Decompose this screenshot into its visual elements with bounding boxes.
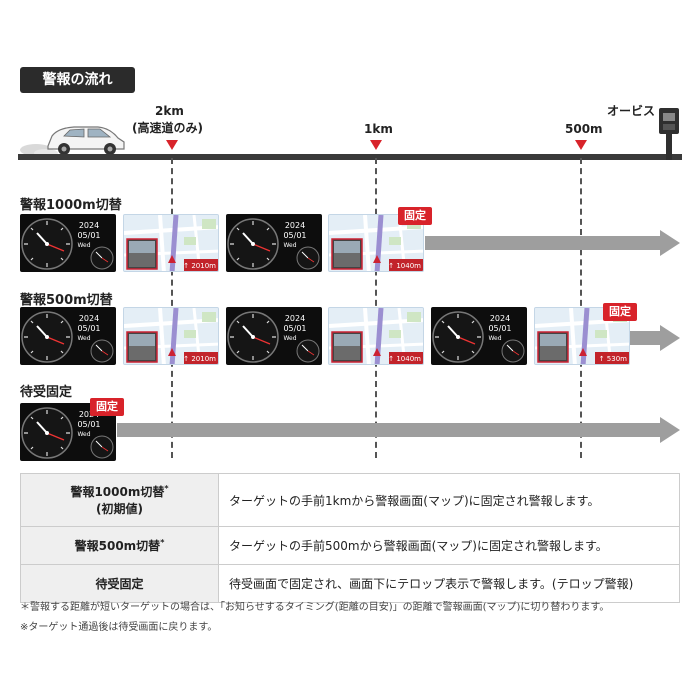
map-alert-screen: ↑ 2010m (123, 214, 219, 272)
svg-text:2024: 2024 (79, 410, 99, 419)
svg-text:2024: 2024 (285, 314, 305, 323)
marker-1km-label: 1km (364, 122, 393, 136)
svg-text:2024: 2024 (79, 221, 99, 230)
svg-text:05/01: 05/01 (488, 324, 511, 333)
svg-text:Wed: Wed (283, 242, 296, 249)
svg-text:Wed: Wed (77, 335, 90, 342)
svg-text:2024: 2024 (79, 314, 99, 323)
row-label-1000m: 警報1000m切替 (20, 198, 122, 213)
marker-1km-triangle (370, 140, 382, 150)
svg-text:↑ 2010m: ↑ 2010m (183, 355, 216, 363)
mode-name-cell: 待受固定 (20, 564, 219, 603)
row-label-standby: 待受固定 (20, 385, 73, 400)
svg-text:↑ 1040m: ↑ 1040m (388, 262, 421, 270)
standby-screen: 2024 05/01 Wed (431, 307, 527, 365)
table-row: 警報500m切替* ターゲットの手前500mから警報画面(マップ)に固定され警報… (20, 526, 680, 565)
orbis-camera-icon (659, 108, 679, 160)
marker-500m-triangle (575, 140, 587, 150)
svg-text:2024: 2024 (490, 314, 510, 323)
table-row: 警報1000m切替* (初期値) ターゲットの手前1kmから警報画面(マップ)に… (20, 473, 680, 527)
svg-text:Wed: Wed (77, 242, 90, 249)
flow-arrow-head (660, 230, 680, 256)
map-alert-screen: ↑ 1040m (328, 214, 424, 272)
svg-text:↑ 2010m: ↑ 2010m (183, 262, 216, 270)
marker-2km-label: 2km (155, 104, 184, 118)
flow-arrow (425, 236, 660, 250)
fixed-badge: 固定 (398, 207, 432, 225)
svg-text:05/01: 05/01 (283, 324, 306, 333)
map-alert-screen: ↑ 2010m (123, 307, 219, 365)
mode-name-cell: 警報500m切替* (20, 526, 219, 565)
svg-text:05/01: 05/01 (77, 420, 100, 429)
orbis-label: オービス (607, 104, 656, 118)
mode-table: 警報1000m切替* (初期値) ターゲットの手前1kmから警報画面(マップ)に… (20, 473, 680, 603)
marker-500m-label: 500m (565, 122, 603, 136)
svg-text:Wed: Wed (77, 431, 90, 438)
marker-2km-triangle (166, 140, 178, 150)
svg-text:05/01: 05/01 (77, 324, 100, 333)
flow-arrow (117, 423, 660, 437)
standby-screen: 2024 05/01 Wed (226, 214, 322, 272)
car-icon (20, 126, 125, 157)
svg-text:Wed: Wed (488, 335, 501, 342)
fixed-badge: 固定 (90, 398, 124, 416)
flow-arrow-head (660, 325, 680, 351)
row-label-500m: 警報500m切替 (20, 293, 113, 308)
map-alert-screen: ↑ 530m (534, 307, 630, 365)
standby-screen: 2024 05/01 Wed (226, 307, 322, 365)
road (18, 154, 682, 160)
mode-description-cell: 待受画面で固定され、画面下にテロップ表示で警報します。(テロップ警報) (218, 564, 680, 603)
flow-arrow-head (660, 417, 680, 443)
standby-screen: 2024 05/01 Wed (20, 214, 116, 272)
svg-text:2024: 2024 (285, 221, 305, 230)
footnote: ＊警報する距離が短いターゲットの場合は、「お知らせするタイミング(距離の目安)」… (20, 602, 610, 613)
standby-screen: 2024 05/01 Wed (20, 307, 116, 365)
mode-description-cell: ターゲットの手前1kmから警報画面(マップ)に固定され警報します。 (218, 473, 680, 527)
svg-text:↑ 530m: ↑ 530m (599, 355, 627, 363)
svg-text:05/01: 05/01 (283, 231, 306, 240)
svg-text:05/01: 05/01 (77, 231, 100, 240)
mode-description-cell: ターゲットの手前500mから警報画面(マップ)に固定され警報します。 (218, 526, 680, 565)
svg-text:Wed: Wed (283, 335, 296, 342)
footnote: ※ターゲット通過後は待受画面に戻ります。 (20, 622, 218, 633)
fixed-badge: 固定 (603, 303, 637, 321)
section-title: 警報の流れ (20, 67, 135, 93)
flow-arrow (630, 331, 660, 345)
marker-2km-note: (高速道のみ) (132, 121, 203, 135)
svg-text:↑ 1040m: ↑ 1040m (388, 355, 421, 363)
map-alert-screen: ↑ 1040m (328, 307, 424, 365)
mode-name-cell: 警報1000m切替* (初期値) (20, 473, 219, 527)
table-row: 待受固定 待受画面で固定され、画面下にテロップ表示で警報します。(テロップ警報) (20, 564, 680, 603)
